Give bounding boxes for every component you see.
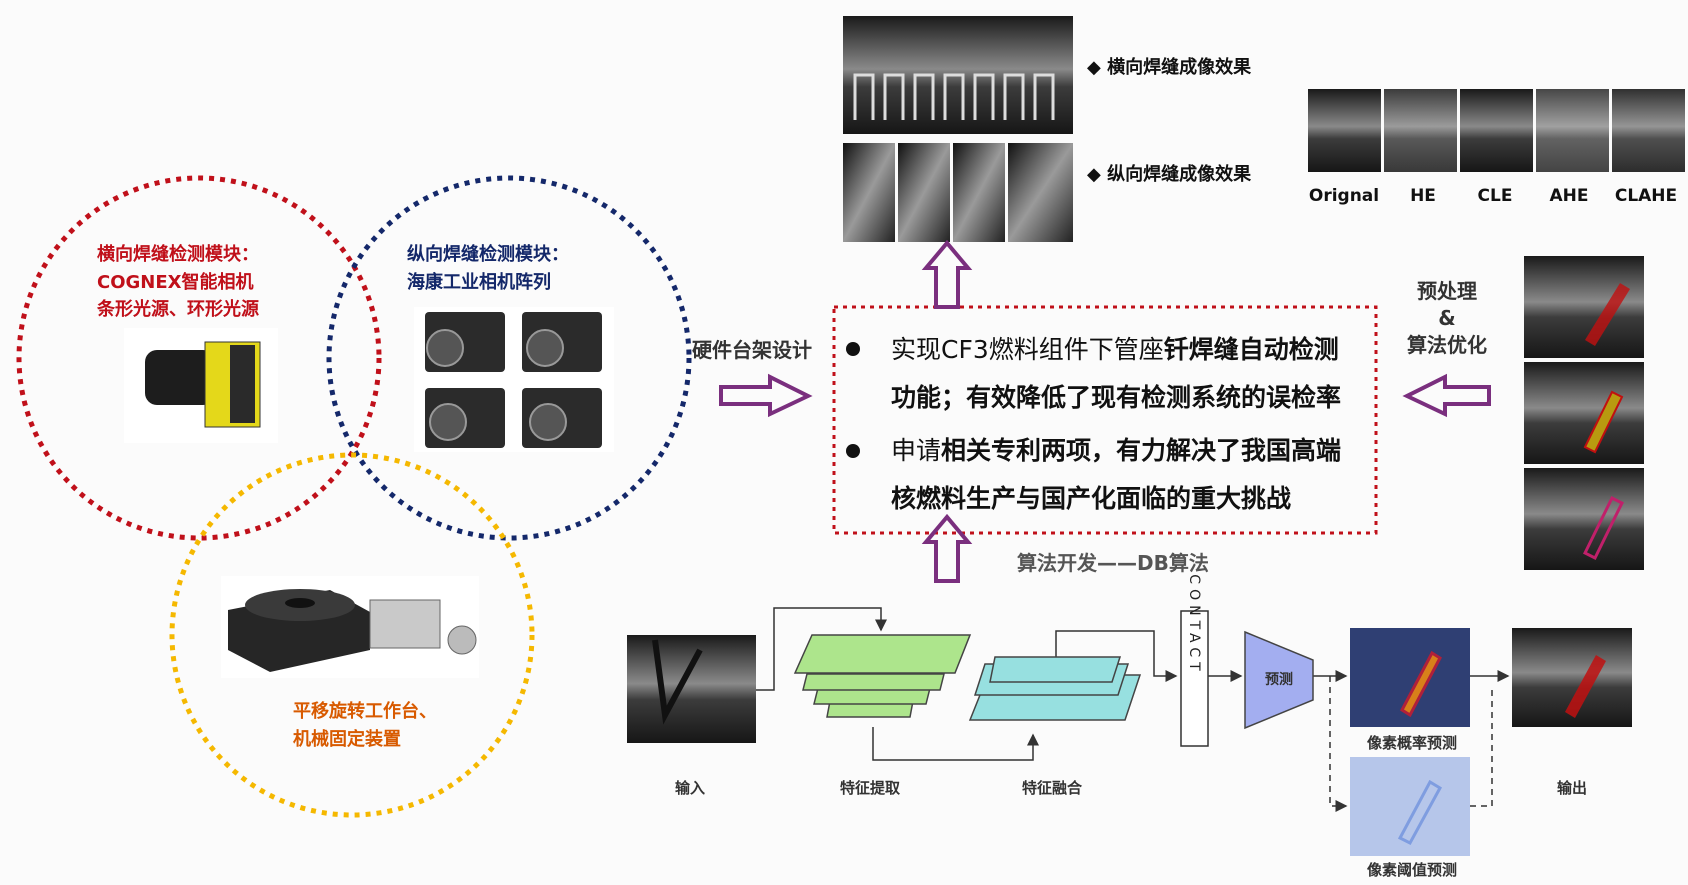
horizontal-weld-image: [843, 16, 1073, 134]
enhancement-images: [1308, 89, 1685, 172]
up-arrow-icon: [921, 513, 973, 583]
horizontal-imaging-label: ◆ 横向焊缝成像效果: [1087, 56, 1252, 78]
bullet-2-line-1: 申请相关专利两项，有力解决了我国高端: [891, 436, 1341, 465]
stage-module-fixture: 机械固定装置: [293, 728, 401, 750]
input-label: 输入: [675, 779, 705, 797]
label-original: Orignal: [1309, 186, 1379, 206]
bullet-dot: [846, 444, 860, 458]
label-ahe: AHE: [1550, 186, 1589, 206]
predict-block: [1244, 630, 1314, 730]
vertical-imaging-label: ◆ 纵向焊缝成像效果: [1087, 163, 1252, 185]
thresh-map-label: 像素阈值预测: [1367, 861, 1457, 879]
stage-module-title: 平移旋转工作台、: [293, 700, 437, 722]
algorithm-optimize-label: 算法优化: [1407, 333, 1487, 357]
output-image: [1512, 628, 1632, 727]
horizontal-module-camera: COGNEX智能相机: [97, 271, 254, 293]
feature-extraction-block: [793, 634, 972, 718]
hikvision-camera-array-image: [414, 307, 614, 452]
horizontal-module-light: 条形光源、环形光源: [96, 298, 259, 320]
vertical-module-camera: 海康工业相机阵列: [407, 271, 551, 293]
up-arrow-icon: [921, 239, 973, 309]
vertical-module-circle: [326, 175, 692, 541]
preprocess-images: [1524, 256, 1644, 570]
predict-label: 预测: [1265, 671, 1293, 688]
label-he: HE: [1410, 186, 1436, 206]
bullet-1-line-1: 实现CF3燃料组件下管座钎焊缝自动检测: [891, 335, 1339, 364]
preprocess-label-amp: &: [1438, 306, 1455, 330]
concat-label: CONTACT: [1186, 574, 1202, 675]
label-cle: CLE: [1478, 186, 1513, 206]
left-arrow-icon: [1402, 373, 1491, 418]
feature-fusion-block: [968, 656, 1142, 721]
algorithm-label: 算法开发——DB算法: [1017, 551, 1209, 575]
feature-fusion-label: 特征融合: [1022, 779, 1083, 797]
input-image: [627, 635, 756, 743]
concat-block: [1180, 610, 1209, 747]
hardware-design-label: 硬件台架设计: [692, 338, 812, 362]
prob-map-label: 像素概率预测: [1367, 734, 1457, 752]
stage-image: [221, 576, 479, 678]
right-arrow-icon: [719, 373, 813, 418]
output-label: 输出: [1557, 779, 1587, 797]
achievement-box: [832, 305, 1378, 535]
feature-extraction-label: 特征提取: [840, 779, 901, 797]
bullet-2-line-2: 核燃料生产与国产化面临的重大挑战: [891, 484, 1291, 513]
cognex-camera-image: [124, 328, 278, 443]
thresh-map-image: [1350, 757, 1470, 856]
prob-map-image: [1350, 628, 1470, 727]
label-clahe: CLAHE: [1615, 186, 1677, 206]
preprocess-label: 预处理: [1417, 279, 1477, 303]
horizontal-module-title: 横向焊缝检测模块：: [97, 243, 259, 265]
horizontal-module-circle: [16, 175, 382, 541]
stage-module-circle: [169, 452, 535, 818]
vertical-module-title: 纵向焊缝检测模块：: [407, 243, 569, 265]
vertical-weld-images: [843, 143, 1073, 242]
bullet-1-line-2: 功能；有效降低了现有检测系统的误检率: [891, 383, 1341, 412]
bullet-dot: [846, 342, 860, 356]
